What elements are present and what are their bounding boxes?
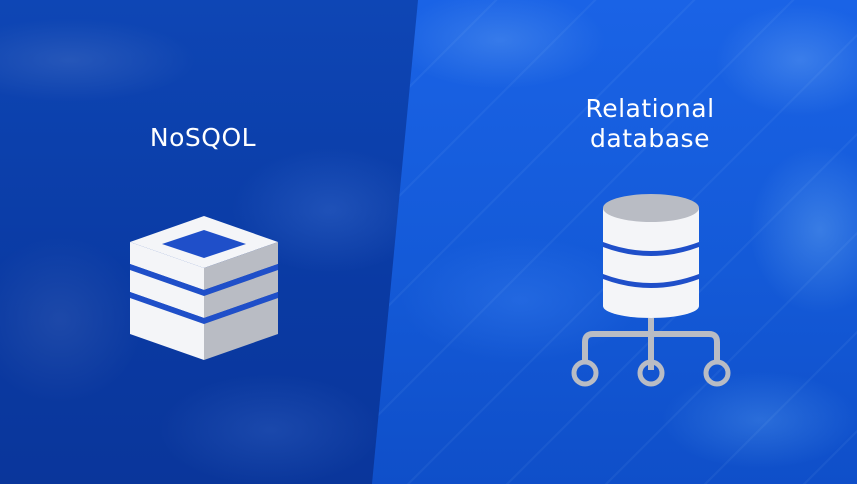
stacked-layers-icon bbox=[128, 214, 280, 362]
relational-title-line1: Relational bbox=[585, 94, 715, 123]
nosql-title: NoSQOL bbox=[149, 123, 257, 152]
database-network-icon bbox=[568, 190, 733, 390]
relational-title-line2: database bbox=[590, 124, 710, 153]
